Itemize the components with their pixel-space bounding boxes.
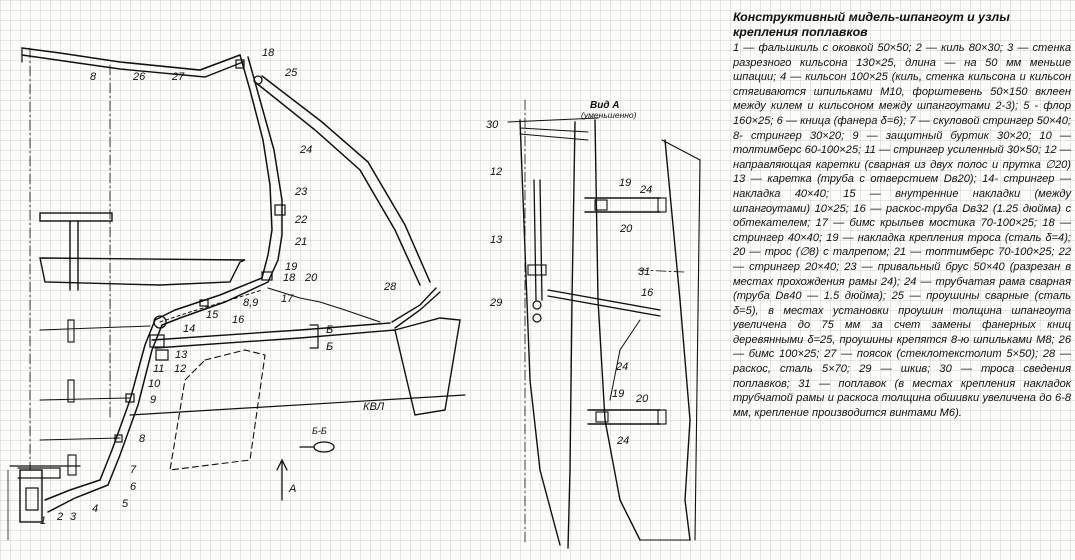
- view-a-callout-31: 31: [638, 266, 650, 278]
- callout-22: 22: [294, 214, 307, 226]
- view-a-callout-30: 30: [486, 119, 499, 131]
- legend-item: 18 — стрингер 40×40;: [733, 217, 1072, 244]
- section-bb-label: Б-Б: [312, 426, 327, 436]
- legend-item: 12 — направляющая каретки (сварная из дв…: [733, 144, 1071, 171]
- callout-27: 27: [171, 71, 185, 83]
- legend-item: 29 — шкив;: [859, 363, 940, 376]
- legend-item: 8- стрингер 30×20;: [733, 129, 853, 142]
- view-a-callout-13: 13: [490, 234, 503, 246]
- view-a-callout-24-mid: 24: [615, 361, 628, 373]
- legend-item: 31 — поплавок (в местах крепления наклад…: [733, 377, 1071, 419]
- view-a-callout-16: 16: [641, 287, 654, 299]
- legend-item: 20 — трос (∅8) с талрепом;: [733, 246, 894, 259]
- callout-16: 16: [232, 314, 245, 326]
- view-a-callouts: Вид А (уменьшенно) 30 12 13 29 19 24 20 …: [486, 100, 654, 447]
- legend-item: 9 — защитный буртик 30×20;: [852, 129, 1040, 142]
- view-a-title: Вид А: [590, 100, 620, 111]
- legend-item: 16 — раскос-труба Dв32 (1.25 дюйма) с об…: [733, 202, 1071, 230]
- callout-b-lower: Б: [326, 341, 333, 353]
- view-a-callout-20-bottom: 20: [635, 393, 649, 405]
- legend-item: 19 — накладка крепления троса (сталь δ=4…: [826, 231, 1071, 244]
- callout-24: 24: [299, 144, 312, 156]
- callout-13: 13: [175, 349, 188, 361]
- callout-10: 10: [148, 378, 161, 390]
- callout-8-9: 8,9: [243, 297, 258, 309]
- legend-title: Конструктивный мидель-шпангоут и узлы кр…: [733, 10, 1010, 39]
- legend-item: 21 — топтимберс 70-100×25;: [893, 246, 1059, 259]
- callout-18-top: 18: [262, 47, 275, 59]
- callout-6: 6: [130, 481, 137, 493]
- legend-item: 11 — стрингер усиленный 30×50;: [864, 144, 1045, 157]
- callout-20: 20: [304, 272, 318, 284]
- legend-item: 3 — стенка разрезного кильсона 130×25, д…: [733, 42, 1071, 84]
- callout-28: 28: [383, 281, 397, 293]
- legend-panel: Конструктивный мидель-шпангоут и узлы кр…: [733, 10, 1071, 420]
- section-callouts: 8 26 27 18 25 24 23 22 21 19 18 20 17 8,…: [40, 47, 397, 527]
- legend-item: 15 — внутренние накладки (между шпангоут…: [733, 187, 1071, 215]
- legend-item: 13 — каретка (труба с отверстием Dв20);: [733, 173, 983, 186]
- view-a-callout-24-top: 24: [639, 184, 652, 196]
- waterline-label: КВЛ: [363, 401, 385, 413]
- legend-item: 6 — кница (фанера δ=6);: [776, 114, 910, 127]
- view-a-callout-12: 12: [490, 166, 502, 178]
- view-a-callout-24-bottom: 24: [616, 435, 629, 447]
- callout-8-top: 8: [90, 71, 97, 83]
- callout-5: 5: [122, 498, 129, 510]
- legend-body: 1 — фальшкиль с оковкой 50×50; 2 — киль …: [733, 41, 1071, 420]
- legend-item: 2 — киль 80×30;: [915, 42, 1008, 54]
- legend-item: 1 — фальшкиль с оковкой 50×50;: [733, 42, 916, 54]
- legend-item: 28 — раскос, сталь 5×70;: [733, 348, 1071, 376]
- legend-item: 26 — бимс 100×25;: [733, 333, 1071, 361]
- legend-item: 4 — кильсон 100×25 (киль, стенка кильсон…: [733, 71, 1071, 113]
- legend-item: 22 — стрингер 20×40;: [733, 246, 1071, 273]
- view-a-callout-19-bottom: 19: [612, 388, 624, 400]
- view-a-drawing: [507, 99, 701, 549]
- view-a-callout-29: 29: [489, 297, 502, 309]
- legend-item: 17 — бимс крыльев мостика 70-100×25;: [815, 217, 1043, 230]
- hull-frame-section: [7, 47, 466, 541]
- callout-26: 26: [132, 71, 146, 83]
- callout-2: 2: [56, 511, 63, 523]
- callout-18: 18: [283, 272, 296, 284]
- callout-17: 17: [281, 293, 294, 305]
- legend-item: 30 — троса сведения поплавков;: [733, 363, 1071, 390]
- callout-9: 9: [150, 394, 156, 406]
- callout-11: 11: [153, 363, 164, 375]
- legend-item: 10 — толтимберс 60-100×25;: [733, 129, 1071, 157]
- legend-item: 23 — привальный брус 50×40 (разрезан в м…: [733, 260, 1071, 288]
- legend-item: 27 — поясок (стеклотекстолит 5×50);: [824, 348, 1043, 361]
- callout-19: 19: [285, 261, 297, 273]
- callout-4: 4: [92, 503, 98, 515]
- callout-8-low: 8: [139, 433, 146, 445]
- legend-item: 7 — скуловой стрингер 50×40;: [909, 114, 1071, 127]
- callout-23: 23: [294, 186, 308, 198]
- legend-item: 25 — проушины сварные (сталь δ=5), в мес…: [733, 290, 1071, 346]
- legend-item: 24 — трубчатая рама сварная (труба Dв40 …: [733, 275, 1071, 303]
- callout-7: 7: [130, 464, 137, 476]
- callout-3: 3: [70, 511, 77, 523]
- callout-14: 14: [183, 323, 195, 335]
- view-a-subtitle: (уменьшенно): [581, 110, 637, 120]
- callout-b-upper: Б: [326, 324, 333, 336]
- view-a-callout-20-top: 20: [619, 223, 633, 235]
- callout-1: 1: [40, 515, 46, 527]
- legend-item: 14- стрингер — накладка 40×40;: [733, 173, 1071, 200]
- callout-25: 25: [284, 67, 298, 79]
- callout-15: 15: [206, 309, 219, 321]
- view-arrow-a-label: А: [288, 483, 296, 495]
- callout-21: 21: [294, 236, 307, 248]
- callout-12: 12: [174, 363, 186, 375]
- view-a-callout-19-top: 19: [619, 177, 631, 189]
- legend-item: 5 - флор 160×25;: [733, 100, 1071, 127]
